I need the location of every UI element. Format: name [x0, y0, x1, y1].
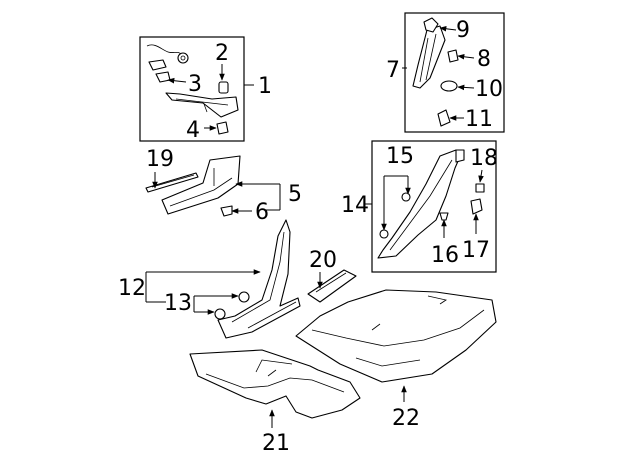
callout-13: 13: [164, 291, 192, 316]
callout-7: 7: [386, 58, 400, 83]
clip-16: [439, 212, 449, 221]
front-carpet-21: [189, 349, 361, 419]
sill-strip-19: [145, 172, 199, 193]
callout-21: 21: [262, 431, 290, 456]
callout-10: 10: [475, 77, 503, 102]
scuff-plate-5: [161, 155, 241, 215]
wire-harness: [146, 44, 189, 64]
clip-3: [148, 59, 171, 83]
callout-2: 2: [215, 41, 229, 66]
callout-17: 17: [462, 238, 490, 263]
bolt-2: [218, 81, 229, 94]
callout-15: 15: [386, 144, 414, 169]
box-part-7-kit: [404, 12, 505, 133]
clip-6: [220, 205, 233, 217]
box-part-14-kit: [371, 140, 497, 273]
leader-lines: [145, 26, 484, 428]
callout-18: 18: [470, 146, 498, 171]
callout-20: 20: [309, 248, 337, 273]
callout-19: 19: [146, 147, 174, 172]
panel-1: [165, 92, 239, 118]
callout-8: 8: [477, 47, 491, 72]
callout-1: 1: [258, 74, 272, 99]
callout-labels: 1 2 3 4 5 6 7 8 9 10 11 12 13 14 15 16 1…: [118, 18, 503, 456]
pillar-trim-14: [377, 149, 465, 259]
pillar-trim-12: [217, 219, 301, 339]
callout-4: 4: [186, 118, 200, 143]
callout-3: 3: [188, 72, 202, 97]
rear-carpet-22: [295, 289, 497, 383]
clip-9: [423, 17, 439, 33]
bracket-20: [307, 269, 357, 303]
clip-11: [437, 109, 451, 127]
clip-8: [447, 49, 459, 63]
clip-18: [475, 183, 485, 193]
box-part-1-kit: [139, 36, 245, 142]
clip-13: [214, 291, 250, 320]
pillar-trim-7: [412, 25, 446, 89]
callout-16: 16: [431, 243, 459, 268]
clip-17: [470, 198, 483, 215]
callout-22: 22: [392, 406, 420, 431]
callout-12: 12: [118, 276, 146, 301]
callout-14: 14: [341, 193, 369, 218]
callout-9: 9: [456, 18, 470, 43]
clip-4: [216, 121, 229, 135]
callout-6: 6: [255, 200, 269, 225]
clip-10: [440, 80, 458, 92]
callout-5: 5: [288, 182, 302, 207]
callout-11: 11: [465, 107, 493, 132]
